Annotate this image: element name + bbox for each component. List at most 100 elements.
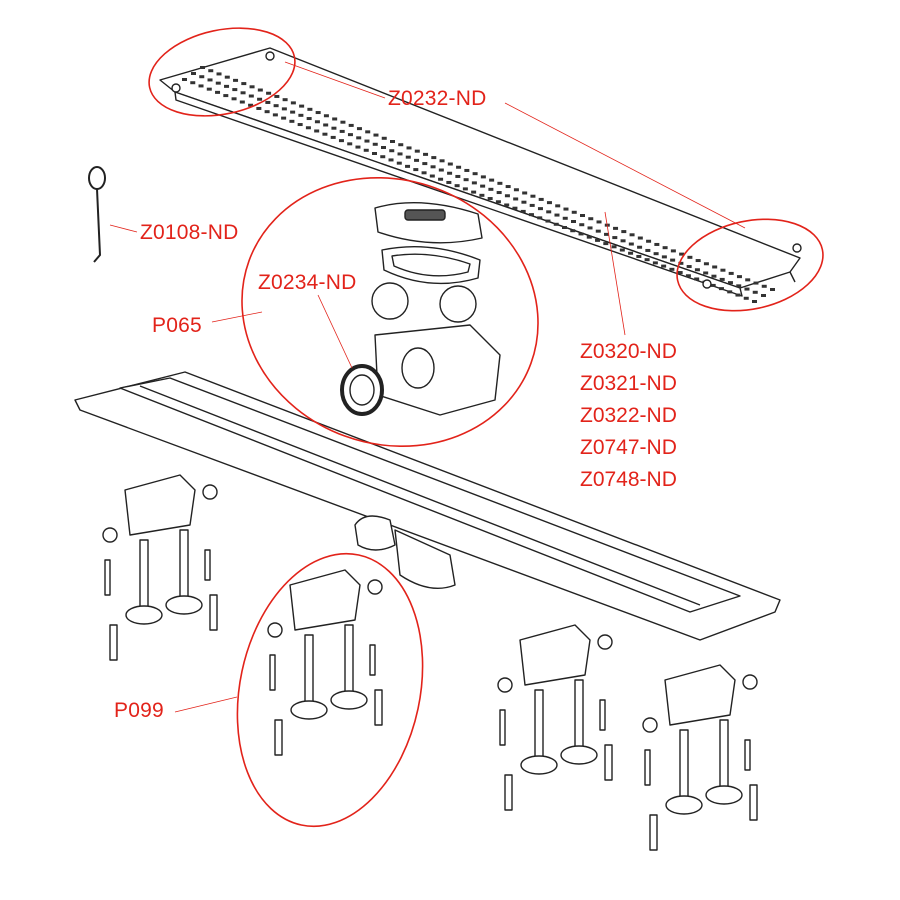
grate-slot [390,140,395,143]
grate-slot [199,75,205,79]
label-grate-code: Z0232-ND [388,87,487,110]
grate-slot [356,127,362,131]
grate-slot [290,101,296,105]
grate-slot [339,129,345,133]
grate-slot [471,190,477,194]
grate-slot [480,175,486,179]
grate-slot [586,235,592,239]
grate-slot [363,148,369,152]
grate-slot [297,123,303,127]
grate-slot [480,184,486,188]
grate-slot [323,123,329,127]
grate-slot [522,191,528,195]
grate-slot [340,120,346,124]
grate-slot [595,229,601,233]
grate-slot [191,72,196,75]
channel-code-list: Z0320-ND Z0321-ND Z0322-ND Z0747-ND Z074… [580,336,677,496]
grate-slot [224,75,230,79]
grate-slot [305,126,311,130]
grate-slot [727,290,733,294]
grate-slot [546,201,552,205]
grate-slot [438,168,444,172]
grate-slot [323,114,329,118]
grate-slot [315,111,321,115]
grate-slot [654,242,660,246]
grate-slot [290,110,296,114]
grate-slot [447,162,453,166]
channel-code: Z0747-ND [580,436,677,459]
grate-slot [596,220,602,224]
channel-code: Z0748-ND [580,468,677,491]
grate-slot [488,187,494,191]
grate-slot [537,207,543,211]
grate-slot [264,110,270,114]
grate-slot [389,149,395,153]
grate-slot [207,78,213,82]
grate-slot [694,277,700,281]
grate-slot [497,181,503,185]
grate-slot [331,126,337,130]
grate-slot [687,255,693,259]
grate-slot [588,217,594,221]
grate-slot [653,252,659,256]
grate-slot [248,94,254,98]
grate-slot [190,81,196,85]
grate-slot [381,136,387,140]
grate-slot [332,117,338,121]
grate-slot [380,155,386,159]
grate-slot [662,246,668,250]
grate-slot [719,277,725,281]
grate-slot [216,72,222,76]
grate-slot [224,84,230,88]
grate-slot [637,245,643,249]
grate-slot [504,194,510,198]
grate-slot [373,133,379,137]
grate-slot [414,149,420,153]
grate-slot [513,197,519,201]
grate-slot [579,223,585,227]
grate-slot [669,267,675,271]
grate-slot [249,85,255,89]
label-siphon-code: P065 [152,314,202,337]
grate-slot [447,171,453,175]
grate-slot [670,249,676,253]
grate-slot [570,229,576,233]
grate-slot [529,203,535,207]
grate-slot [372,152,377,155]
grate-slot [612,236,618,240]
grate-slot [637,236,643,240]
grate-slot [604,232,610,236]
grate-slot [257,97,263,101]
grate-slot [240,91,246,95]
label-seal-code: Z0234-ND [258,271,357,294]
grate-slot [718,287,724,291]
grate-slot [200,66,205,69]
grate-slot [289,119,295,123]
grate-slot [603,242,609,246]
grate-slot [520,209,526,213]
grate-slot [388,158,394,162]
grate-slot [299,104,305,108]
grate-slot [611,245,617,249]
grate-slot [686,265,692,269]
grate-slot [397,152,403,156]
grate-slot [265,100,271,104]
grate-slot [356,136,362,140]
foot-assembly [102,474,218,661]
grate-slot [528,213,534,217]
grate-slot [619,248,625,252]
channel-code: Z0321-ND [580,372,677,395]
grate-slot [355,145,361,149]
grate-slot [431,156,437,160]
grate-slot [703,271,709,275]
grate-slot [711,274,717,278]
grate-slot [562,226,567,229]
grate-slot [462,187,468,191]
grate-slot [348,123,354,127]
grate-slot [365,130,371,134]
grate-slot [405,155,411,159]
grate-slot [423,152,429,156]
grate-slot [208,69,214,73]
